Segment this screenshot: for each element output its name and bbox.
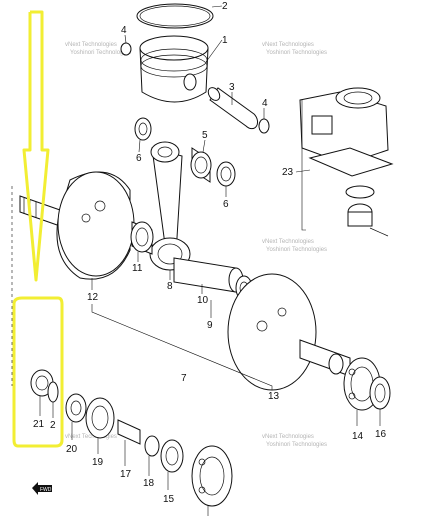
piston-pin-clip-top-drawing (120, 34, 132, 56)
highlight-annotations (12, 10, 64, 448)
bracket-line-7 (91, 304, 273, 390)
part-number-label: 6 (136, 153, 142, 164)
highlight-arrow (22, 10, 50, 282)
oil-seal-lower-drawing (160, 439, 184, 490)
part-number-label: 5 (202, 130, 208, 141)
watermark-text: vNext Technologies (262, 42, 314, 48)
part-number-label: 1 (222, 35, 228, 46)
piston-pin-drawing (207, 87, 259, 130)
part-number-label: 23 (282, 167, 294, 178)
watermark-text: Yoshinori Technologies (266, 247, 327, 253)
crankshaft-left-drawing (19, 171, 135, 290)
part-number-label: 16 (375, 429, 387, 440)
crankshaft-right-drawing (227, 273, 351, 391)
part-number-label: 2 (50, 420, 56, 431)
part-number-label: 21 (33, 419, 45, 430)
part-number-label: 11 (132, 263, 143, 274)
watermark-text: vNext Technologies (262, 239, 314, 245)
part-number-label: 20 (66, 444, 78, 455)
part-number-label: 10 (197, 295, 209, 306)
watermark-text: vNext Technologies (65, 434, 117, 440)
thrust-washer-drawing (134, 117, 152, 153)
watermark-text: Yoshinori Technologies (70, 50, 131, 56)
gear-front-drawing (65, 393, 87, 440)
main-bearing-left-drawing (191, 445, 233, 516)
part-number-label: 19 (92, 457, 104, 468)
fwd-label: FWD (40, 487, 52, 493)
watermark-text: Yoshinori Technologies (266, 50, 327, 56)
needle-bearing-bottom-drawing (130, 221, 154, 262)
needle-bearing-top-drawing (190, 139, 212, 183)
part-number-label: 14 (352, 431, 364, 442)
part-number-label: 8 (167, 281, 173, 292)
part-number-label: 15 (163, 494, 175, 505)
watermark-text: vNext Technologies (262, 434, 314, 440)
part-number-label: 13 (268, 391, 280, 402)
part-number-label: 7 (181, 373, 187, 384)
highlight-box (12, 296, 64, 448)
spacer-drawing (117, 419, 141, 466)
part-number-label: 3 (229, 82, 235, 93)
part-number-label: 18 (143, 478, 155, 489)
gear-rear-drawing (85, 397, 115, 454)
small-washer-drawing (144, 435, 160, 476)
part-number-label: 4 (121, 25, 127, 36)
washer-left-drawing (47, 381, 59, 418)
part-number-labels: 2 4 1 3 4 5 6 6 23 11 8 10 12 9 7 13 14 … (33, 1, 387, 505)
oil-seal-right-drawing (369, 376, 391, 426)
thrust-washer-right-drawing (216, 161, 236, 197)
part-number-label: 2 (222, 1, 228, 12)
crank-pin-drawing (173, 257, 244, 294)
cylinder-assembly-drawing (295, 87, 394, 237)
part-number-label: 17 (120, 469, 132, 480)
piston-ring-drawing (136, 3, 223, 29)
part-number-label: 9 (207, 320, 213, 331)
watermark-text: Yoshinori Technologies (266, 442, 327, 448)
part-number-label: 6 (223, 199, 229, 210)
piston-pin-clip-right-drawing (258, 108, 270, 134)
part-number-label: 4 (262, 98, 268, 109)
forward-direction-icon: FWD (32, 482, 52, 495)
part-number-label: 12 (87, 292, 99, 303)
watermark-text: vNext Technologies (65, 42, 117, 48)
piston-drawing (139, 35, 223, 103)
